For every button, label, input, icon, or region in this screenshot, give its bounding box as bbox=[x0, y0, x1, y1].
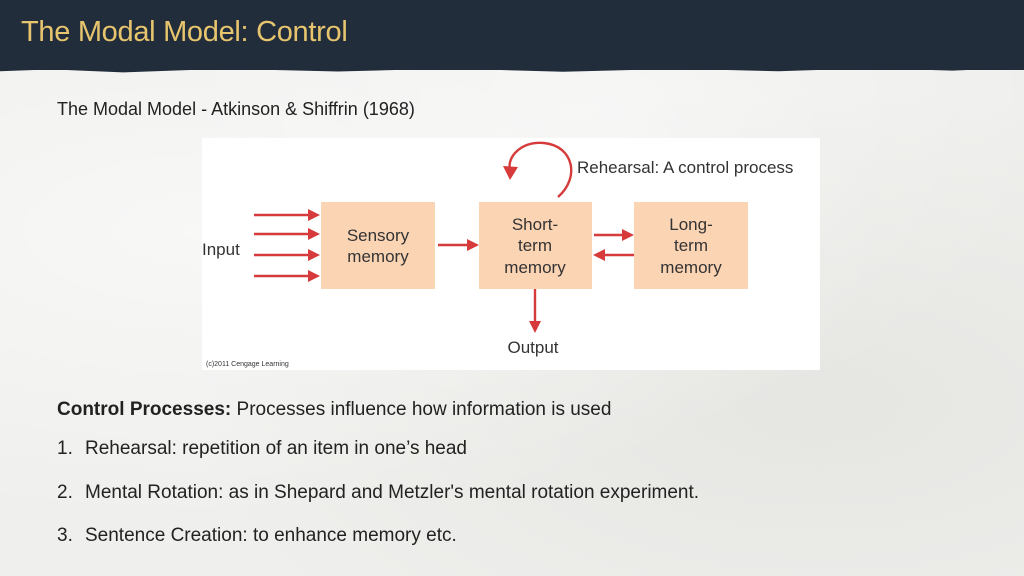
input-label: Input bbox=[202, 240, 240, 259]
rehearsal-label: Rehearsal: A control process bbox=[577, 158, 793, 177]
long-term-memory-box bbox=[634, 202, 748, 289]
list-item-text: Mental Rotation: as in Shepard and Metzl… bbox=[85, 482, 700, 503]
control-processes-description: Processes influence how information is u… bbox=[236, 399, 612, 420]
sensory-memory-box bbox=[321, 202, 435, 289]
rehearsal-loop-arrow-head bbox=[503, 166, 518, 180]
stm-line-2: term bbox=[518, 236, 552, 255]
list-item-number: 3. bbox=[57, 525, 73, 546]
slide-title: The Modal Model: Control bbox=[21, 16, 348, 48]
output-label: Output bbox=[507, 338, 558, 357]
sensory-memory-line-1: Sensory bbox=[347, 226, 410, 245]
slide-subtitle: The Modal Model - Atkinson & Shiffrin (1… bbox=[57, 99, 415, 119]
ltm-line-2: term bbox=[674, 236, 708, 255]
input-arrow-2-head bbox=[308, 228, 320, 240]
stm-line-3: memory bbox=[504, 258, 566, 277]
modal-model-diagram: Input Sensory memory Short- term memory … bbox=[202, 138, 820, 370]
sensory-to-stm-arrow-head bbox=[467, 239, 479, 251]
list-item-text: Rehearsal: repetition of an item in one’… bbox=[85, 438, 468, 459]
stm-to-ltm-arrow-head bbox=[622, 229, 634, 241]
list-item-number: 1. bbox=[57, 438, 73, 459]
list-item-text: Sentence Creation: to enhance memory etc… bbox=[85, 525, 457, 546]
diagram-svg: Input Sensory memory Short- term memory … bbox=[202, 141, 793, 368]
list-item: 1. Rehearsal: repetition of an item in on… bbox=[57, 438, 467, 460]
input-arrows bbox=[254, 209, 320, 282]
ltm-line-3: memory bbox=[660, 258, 722, 277]
input-arrow-1-head bbox=[308, 209, 320, 221]
header-torn-edge bbox=[0, 64, 1024, 73]
control-processes-line: Control Processes: Processes influence h… bbox=[57, 399, 611, 421]
slide-header bbox=[0, 0, 1024, 70]
input-arrow-4-head bbox=[308, 270, 320, 282]
list-item-number: 2. bbox=[57, 482, 73, 503]
rehearsal-loop-arrow bbox=[508, 141, 573, 198]
ltm-to-stm-arrow-head bbox=[593, 249, 605, 261]
list-item: 2. Mental Rotation: as in Shepard and Met… bbox=[57, 482, 699, 504]
ltm-line-1: Long- bbox=[669, 215, 712, 234]
input-arrow-3-head bbox=[308, 249, 320, 261]
short-term-memory-box bbox=[479, 202, 592, 289]
control-processes-heading: Control Processes: bbox=[57, 399, 232, 420]
list-item: 3. Sentence Creation: to enhance memory e… bbox=[57, 525, 457, 547]
sensory-memory-line-2: memory bbox=[347, 247, 409, 266]
output-arrow-head bbox=[529, 321, 541, 333]
stm-line-1: Short- bbox=[512, 215, 558, 234]
copyright-label: (c)2011 Cengage Learning bbox=[206, 361, 289, 368]
